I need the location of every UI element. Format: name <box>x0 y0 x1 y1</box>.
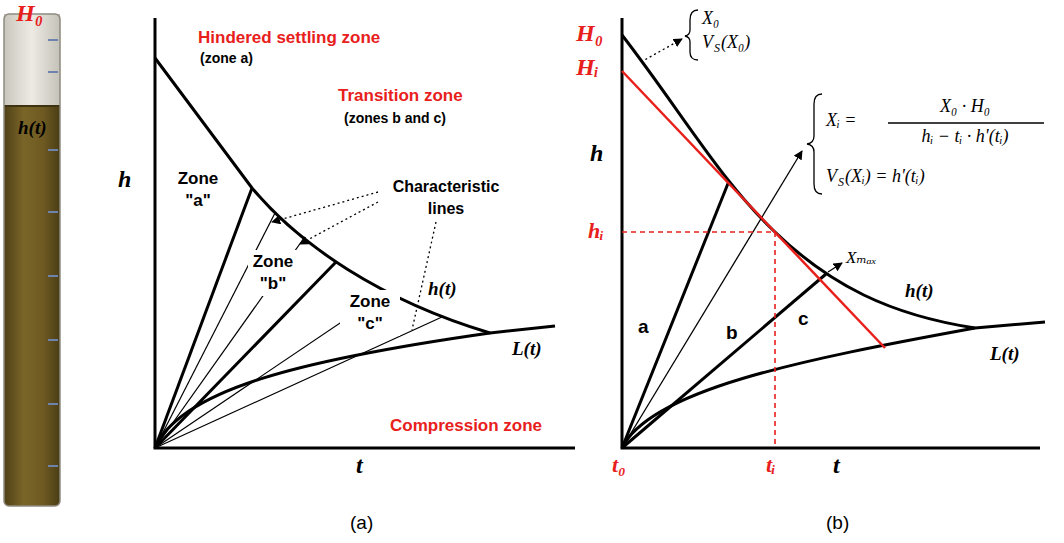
height-label: H₀ <box>576 20 603 48</box>
zone-letter: b <box>726 322 738 344</box>
height-label: Hᵢ <box>576 54 599 82</box>
height-label: hᵢ <box>588 218 604 243</box>
fraction-bar <box>888 122 1044 123</box>
zone-label: Zone "b" <box>248 250 298 296</box>
axis-label: h <box>590 140 603 168</box>
pointer-arrow <box>622 151 802 448</box>
curve-label: h(t) <box>428 278 457 300</box>
graduation-ticks <box>48 40 58 466</box>
time-label: tᵢ <box>766 452 776 477</box>
point-label: Xₘₐₓ <box>846 248 877 268</box>
axes <box>622 18 1040 448</box>
zone-title: Hindered settling zone <box>198 28 380 48</box>
zone-boundary <box>155 188 252 448</box>
clear-water <box>4 14 60 106</box>
zone-letter: c <box>798 308 809 330</box>
zone-label: Zone "a" <box>166 168 230 212</box>
characteristic-line <box>155 238 304 448</box>
curly-brace <box>685 10 698 60</box>
pointer-arrow <box>828 263 842 272</box>
interface-curve <box>155 58 490 333</box>
compression-curve <box>622 322 1045 448</box>
curve-label: L(t) <box>512 338 542 360</box>
cylinder-outline <box>4 14 60 506</box>
dotted-pointer <box>272 192 378 222</box>
zone-boundary <box>622 181 729 448</box>
formula-subscript: S <box>714 42 720 56</box>
formula-text: V <box>702 32 713 53</box>
formula-numerator: X₀ · H₀ <box>940 96 990 117</box>
curly-brace <box>807 94 822 194</box>
interface-curve <box>622 35 975 328</box>
axes <box>155 18 575 448</box>
zone-boundary <box>155 262 336 448</box>
formula-text: (Xᵢ) = h'(tᵢ) <box>845 166 925 187</box>
cylinder-photo <box>4 14 60 506</box>
axis-label: h <box>118 166 131 194</box>
dotted-pointer <box>641 39 682 62</box>
formula-text: X₀ <box>702 8 719 29</box>
dashed-guide <box>622 232 775 448</box>
panel-b-plot <box>622 10 1045 448</box>
zone-title: Transition zone <box>338 86 463 106</box>
axis-label: t <box>833 452 840 480</box>
formula-subscript: S <box>838 176 844 190</box>
zone-note: (zone a) <box>200 50 253 66</box>
height-label: h(t) <box>18 117 47 139</box>
tangent-line <box>622 71 885 348</box>
panel-caption: (b) <box>826 512 849 534</box>
interface-line <box>4 105 60 107</box>
zone-note: (zones b and c) <box>344 110 446 126</box>
time-label: t₀ <box>612 452 626 477</box>
panel-a-plot <box>155 18 575 448</box>
dotted-pointer <box>300 202 378 244</box>
formula-text: Xᵢ = <box>826 110 857 131</box>
characteristic-line <box>155 213 275 448</box>
suspension <box>4 14 60 506</box>
zone-label: Zone "c" <box>340 290 400 336</box>
panel-caption: (a) <box>350 512 373 534</box>
callout-label: Characteristic lines <box>382 176 510 220</box>
curve-label: h(t) <box>905 280 934 302</box>
dotted-pointer <box>412 222 436 330</box>
zone-boundary <box>622 274 826 448</box>
formula-denominator: hᵢ − tᵢ · h'(tᵢ) <box>921 126 1008 147</box>
formula-text: (X₀) <box>721 32 750 53</box>
zone-title: Compression zone <box>390 416 542 436</box>
zone-letter: a <box>638 316 649 338</box>
axis-label: t <box>356 452 363 480</box>
curve-label: L(t) <box>990 343 1020 365</box>
height-label: H₀ <box>16 0 43 28</box>
formula-text: V <box>826 166 837 187</box>
